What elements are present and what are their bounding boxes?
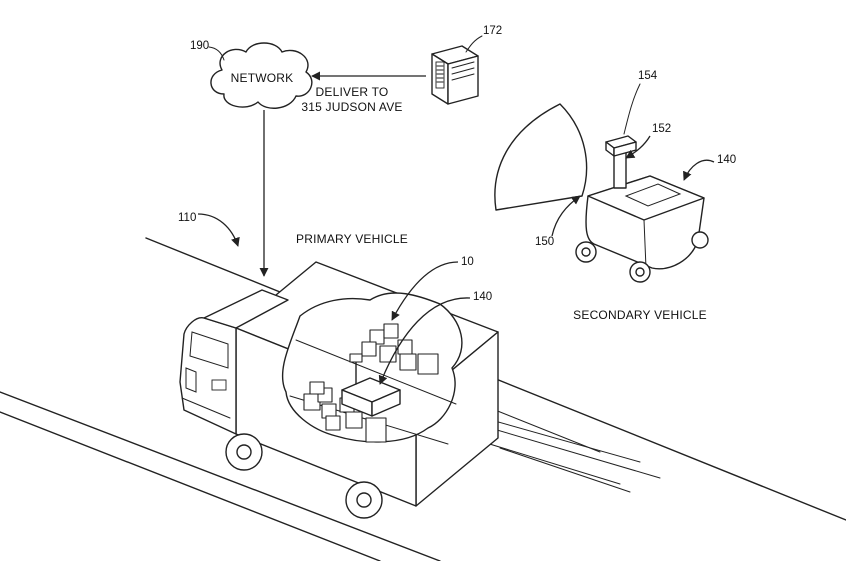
primary-vehicle-label: PRIMARY VEHICLE [296, 232, 408, 246]
ref-154: 154 [638, 70, 658, 82]
secondary-vehicle-label: SECONDARY VEHICLE [573, 308, 707, 322]
ref-140-primary: 140 [473, 291, 492, 303]
deliver-line2: 315 JUDSON AVE [301, 100, 402, 114]
network-label: NETWORK [231, 71, 294, 85]
secondary-vehicle [575, 135, 709, 283]
robot-in-truck [341, 353, 401, 417]
server-icon [431, 45, 479, 105]
ref-140-secondary: 140 [717, 154, 736, 166]
sensor-field [494, 103, 588, 211]
ref-172: 172 [483, 25, 502, 37]
deliver-line1: DELIVER TO [316, 85, 389, 99]
ref-152: 152 [652, 123, 671, 135]
ref-10: 10 [461, 256, 474, 268]
packages [303, 323, 439, 443]
ref-190: 190 [190, 40, 209, 52]
ref-110: 110 [178, 212, 196, 224]
ref-150: 150 [535, 236, 554, 248]
network-cloud: NETWORK [210, 42, 313, 109]
